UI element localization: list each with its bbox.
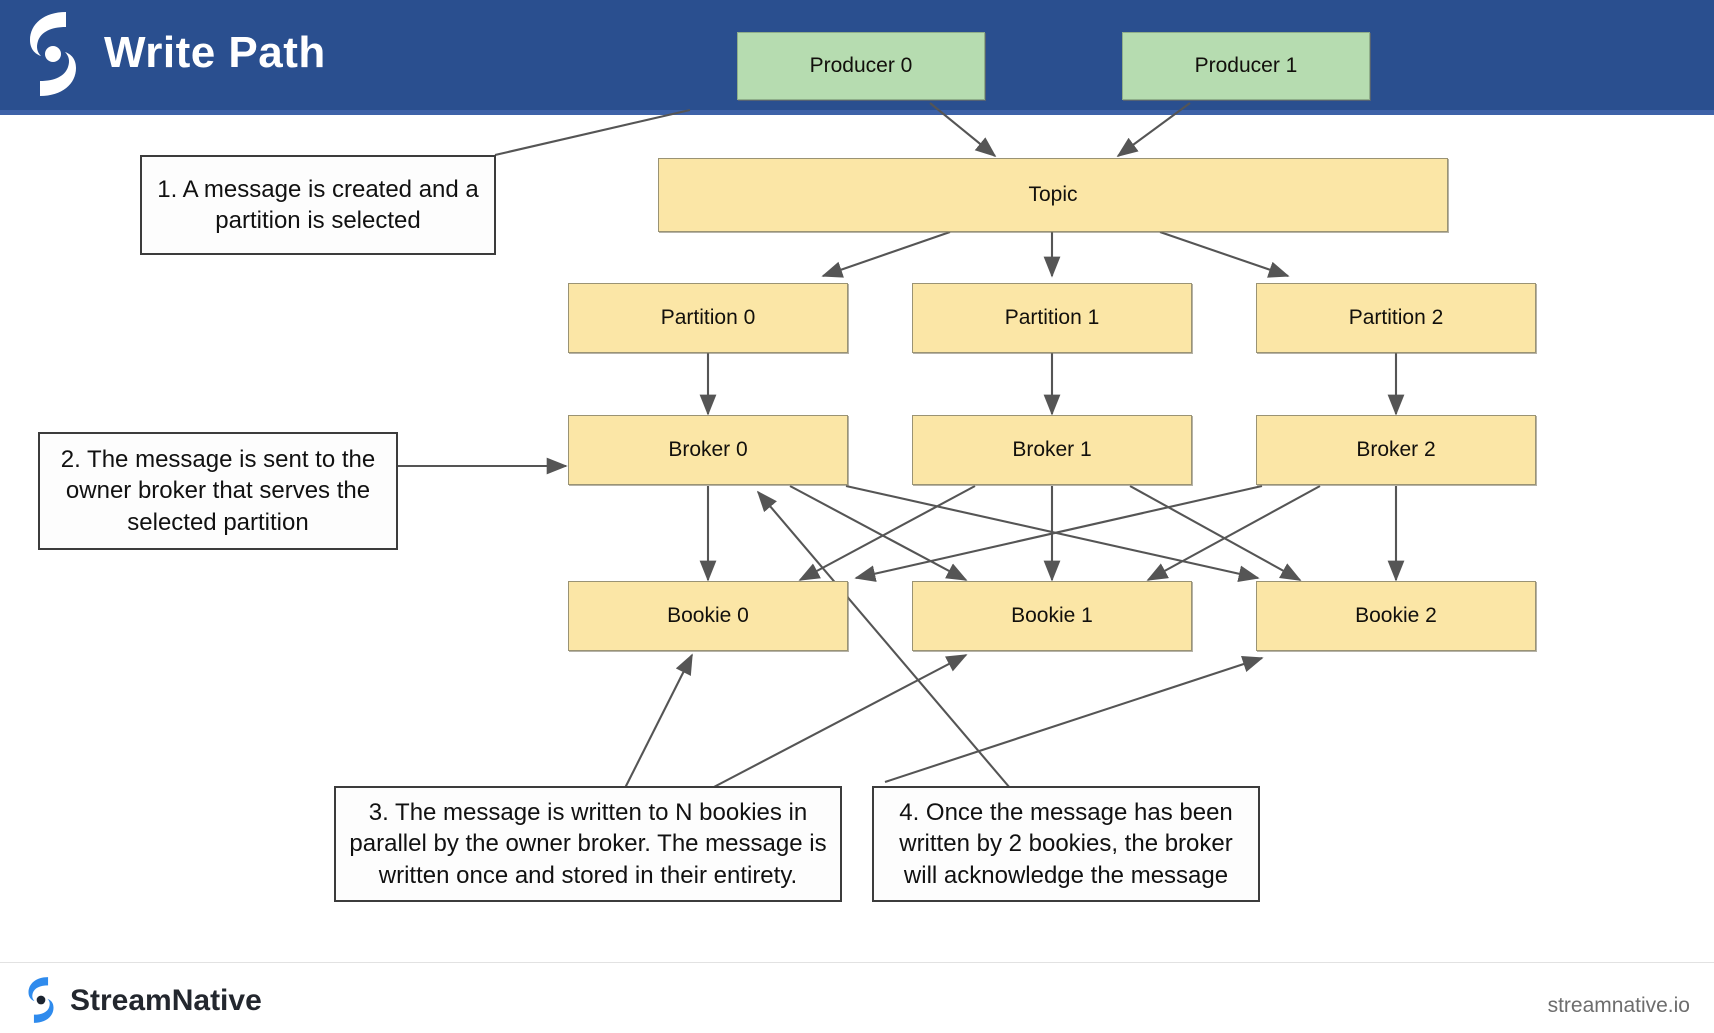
node-label: Partition 2: [1348, 306, 1444, 329]
node-label: Topic: [1028, 183, 1078, 206]
node-producer-1[interactable]: Producer 1: [1122, 32, 1370, 100]
callout-step-3: 3. The message is written to N bookies i…: [334, 786, 842, 902]
node-broker-1[interactable]: Broker 1: [912, 415, 1192, 485]
callout-text: 2. The message is sent to the owner brok…: [60, 446, 376, 536]
footer-divider: [0, 962, 1714, 963]
node-label: Bookie 0: [667, 604, 749, 627]
callout-step-4: 4. Once the message has been written by …: [872, 786, 1260, 902]
header-accent-rule: [0, 110, 1714, 115]
footer-brand-name: StreamNative: [70, 984, 262, 1017]
footer-url: streamnative.io: [1547, 994, 1690, 1017]
node-broker-0[interactable]: Broker 0: [568, 415, 848, 485]
node-label: Bookie 2: [1355, 604, 1437, 627]
node-label: Broker 0: [668, 438, 748, 461]
node-label: Bookie 1: [1011, 604, 1093, 627]
node-partition-0[interactable]: Partition 0: [568, 283, 848, 353]
node-producer-0[interactable]: Producer 0: [737, 32, 985, 100]
callout-step-1: 1. A message is created and a partition …: [140, 155, 496, 255]
node-label: Partition 0: [660, 306, 756, 329]
node-broker-2[interactable]: Broker 2: [1256, 415, 1536, 485]
callout-text: 3. The message is written to N bookies i…: [349, 799, 827, 889]
node-label: Partition 1: [1004, 306, 1100, 329]
node-label: Broker 1: [1012, 438, 1092, 461]
node-partition-2[interactable]: Partition 2: [1256, 283, 1536, 353]
node-partition-1[interactable]: Partition 1: [912, 283, 1192, 353]
node-label: Producer 1: [1194, 54, 1298, 77]
streamnative-s-logo-icon: [30, 12, 76, 96]
node-label: Broker 2: [1356, 438, 1436, 461]
node-bookie-0[interactable]: Bookie 0: [568, 581, 848, 651]
node-bookie-1[interactable]: Bookie 1: [912, 581, 1192, 651]
node-bookie-2[interactable]: Bookie 2: [1256, 581, 1536, 651]
streamnative-s-logo-icon: [28, 977, 54, 1023]
node-topic[interactable]: Topic: [658, 158, 1448, 232]
callout-step-2: 2. The message is sent to the owner brok…: [38, 432, 398, 550]
node-label: Producer 0: [809, 54, 913, 77]
callout-text: 1. A message is created and a partition …: [157, 175, 479, 234]
page-title: Write Path: [104, 28, 326, 77]
callout-text: 4. Once the message has been written by …: [899, 799, 1233, 889]
